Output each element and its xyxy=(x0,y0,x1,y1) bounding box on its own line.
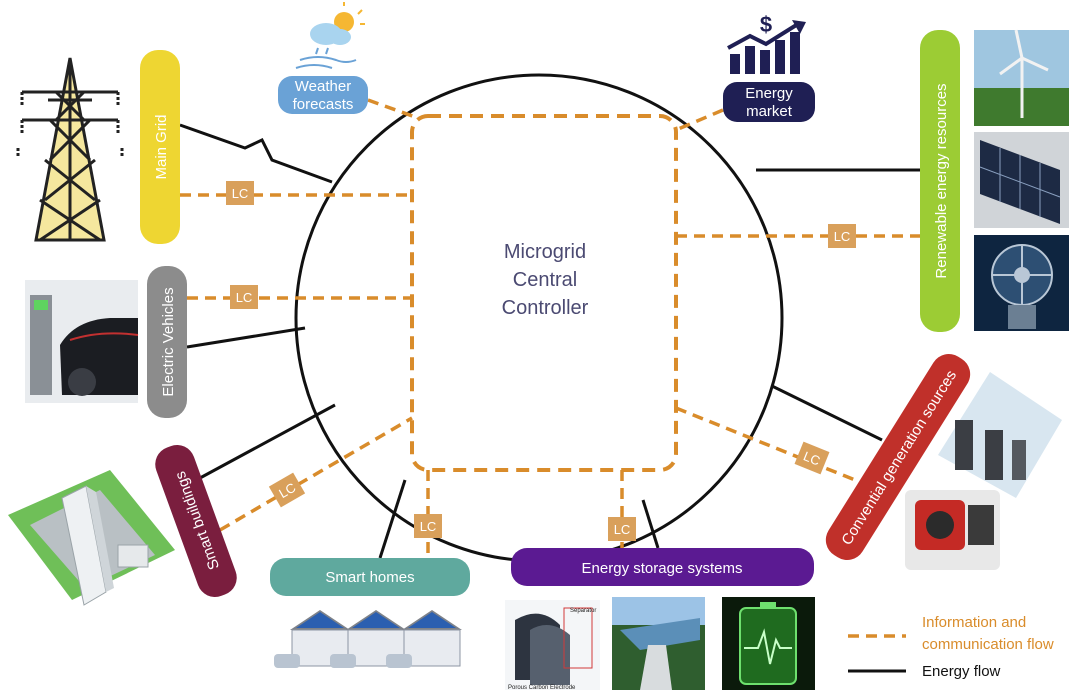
house-icon xyxy=(386,610,462,668)
main-grid-node: Main Grid xyxy=(140,50,180,244)
energy-flow-lines xyxy=(179,123,920,559)
lc-energy-storage: LC xyxy=(608,517,636,541)
tidal-turbine-image xyxy=(974,235,1069,331)
lc-label: LC xyxy=(236,290,253,305)
lc-label: LC xyxy=(420,519,437,534)
renewable-energy-node: Renewable energy resources xyxy=(920,30,960,332)
generator-image xyxy=(905,490,1000,570)
energy-market-line-2: market xyxy=(746,103,793,120)
center-line-1: Microgrid xyxy=(504,241,586,263)
house-icon xyxy=(330,610,406,668)
smart-buildings-energy-line xyxy=(199,403,336,480)
energy-storage-label: Energy storage systems xyxy=(582,560,743,577)
smart-homes-node: Smart homes xyxy=(270,558,470,596)
conventional-energy-line xyxy=(771,384,883,442)
main-grid-energy-line xyxy=(179,123,333,184)
energy-market-node: Energy market xyxy=(723,82,815,122)
legend-info-line-1: Information and xyxy=(922,614,1026,631)
renewable-energy-label: Renewable energy resources xyxy=(933,83,950,278)
legend: Information and communication flow Energ… xyxy=(848,614,1054,680)
smart-buildings-info-line xyxy=(219,416,413,532)
electric-vehicles-label: Electric Vehicles xyxy=(160,287,177,396)
weather-forecasts-line-2: forecasts xyxy=(293,96,354,113)
weather-forecasts-line-1: Weather xyxy=(295,78,351,95)
central-controller-box xyxy=(410,114,678,472)
smart-homes-label: Smart homes xyxy=(325,569,414,586)
electric-vehicles-node: Electric Vehicles xyxy=(147,266,187,418)
market-info-line xyxy=(675,108,724,132)
center-line-2: Central xyxy=(513,269,577,291)
electrode-label: Porous Carbon Electrode xyxy=(508,685,576,691)
lc-label: LC xyxy=(614,522,631,537)
lc-label: LC xyxy=(276,480,298,501)
weather-forecasts-node: Weather forecasts xyxy=(278,76,368,114)
weather-info-line xyxy=(367,98,419,120)
energy-storage-node: Energy storage systems xyxy=(511,548,814,586)
market-growth-icon: $ xyxy=(727,12,806,74)
solar-panel-image xyxy=(974,132,1069,228)
power-plant-image xyxy=(938,372,1062,498)
wind-turbine-image xyxy=(974,29,1069,126)
lc-conventional: LC xyxy=(794,441,830,475)
battery-image xyxy=(722,597,815,690)
ev-energy-line xyxy=(186,326,306,349)
smart-building-image xyxy=(8,470,175,606)
lc-smart-homes: LC xyxy=(414,514,442,538)
separator-label: Separator xyxy=(570,608,596,614)
transmission-tower-icon xyxy=(16,57,124,242)
energy-market-line-1: Energy xyxy=(745,85,793,102)
ev-charging-image xyxy=(25,280,139,403)
weather-cloud-sun-icon xyxy=(295,2,365,69)
lc-renewable: LC xyxy=(828,224,856,248)
supercapacitor-image: Separator Porous Carbon Electrode xyxy=(505,600,600,691)
main-grid-label: Main Grid xyxy=(153,114,170,179)
center-line-3: Controller xyxy=(502,297,589,319)
dollar-icon: $ xyxy=(760,12,772,37)
smart-homes-energy-line xyxy=(378,479,407,559)
lc-main-grid: LC xyxy=(226,181,254,205)
lc-smart-buildings: LC xyxy=(268,472,306,508)
storage-energy-line xyxy=(641,499,660,549)
conventional-info-line xyxy=(675,406,866,486)
legend-info-line-2: communication flow xyxy=(922,636,1054,653)
hydro-dam-image xyxy=(612,597,705,690)
smart-homes-image xyxy=(274,610,462,668)
lc-label: LC xyxy=(801,448,822,468)
lc-label: LC xyxy=(834,229,851,244)
legend-energy-label: Energy flow xyxy=(922,663,1001,680)
lc-electric-vehicles: LC xyxy=(230,285,258,309)
lc-label: LC xyxy=(232,186,249,201)
